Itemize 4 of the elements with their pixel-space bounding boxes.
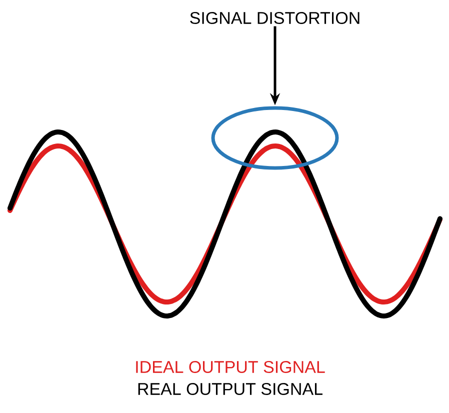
highlight-ellipse <box>211 106 339 170</box>
callout-text: SIGNAL DISTORTION <box>190 12 360 24</box>
legend-label: REAL OUTPUT SIGNAL <box>138 382 322 396</box>
legend-label: IDEAL OUTPUT SIGNAL <box>136 360 325 374</box>
